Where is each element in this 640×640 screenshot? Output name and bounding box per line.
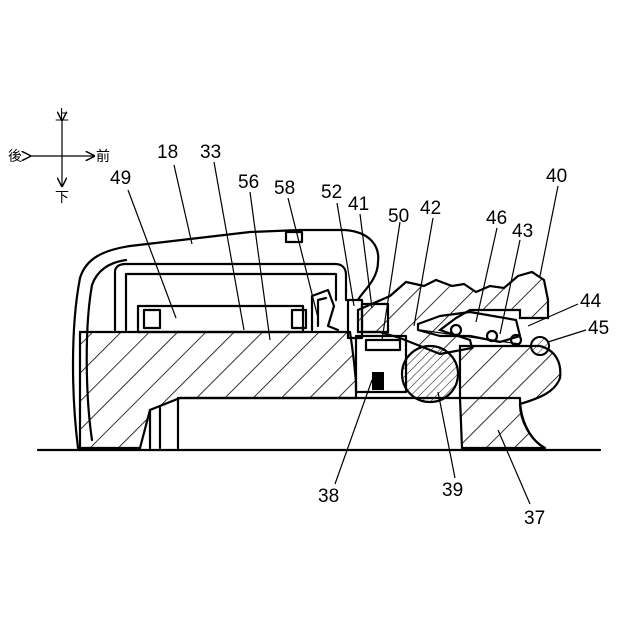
leader-56	[250, 192, 270, 340]
seal-cap-inner	[126, 274, 336, 330]
label-up: 上	[55, 108, 69, 124]
label-37: 37	[524, 508, 545, 529]
leader-39	[438, 392, 455, 478]
seal-58-lip	[318, 298, 326, 326]
leader-58	[288, 198, 318, 318]
label-33: 33	[200, 142, 221, 163]
shaft-body	[80, 332, 356, 448]
label-49: 49	[110, 168, 131, 189]
label-40: 40	[546, 166, 567, 187]
label-45: 45	[588, 318, 609, 339]
label-41: 41	[348, 194, 369, 215]
label-46: 46	[486, 208, 507, 229]
leader-45	[548, 330, 586, 342]
leader-49	[128, 190, 176, 318]
label-rear: 後	[8, 149, 22, 165]
label-56: 56	[238, 172, 259, 193]
ball-45	[531, 337, 549, 355]
label-58: 58	[274, 178, 295, 199]
label-50: 50	[388, 206, 409, 227]
cover-notch	[286, 232, 302, 242]
label-43: 43	[512, 221, 533, 242]
leader-18	[174, 165, 192, 244]
label-front: 前	[96, 148, 110, 165]
leader-40	[540, 186, 558, 276]
ball-39	[402, 346, 458, 402]
label-44: 44	[580, 291, 602, 312]
piston-cap-50	[366, 340, 400, 350]
pin-a	[451, 325, 461, 335]
orientation-cross: 上 下 後 前	[8, 108, 110, 206]
label-38: 38	[318, 486, 339, 507]
roller-end-left	[144, 310, 160, 328]
label-18: 18	[157, 142, 178, 163]
piston-pin	[372, 372, 384, 390]
label-52: 52	[321, 182, 342, 203]
label-42: 42	[420, 198, 441, 219]
roller-49	[138, 306, 303, 332]
label-down: 下	[55, 190, 69, 206]
label-39: 39	[442, 480, 463, 501]
